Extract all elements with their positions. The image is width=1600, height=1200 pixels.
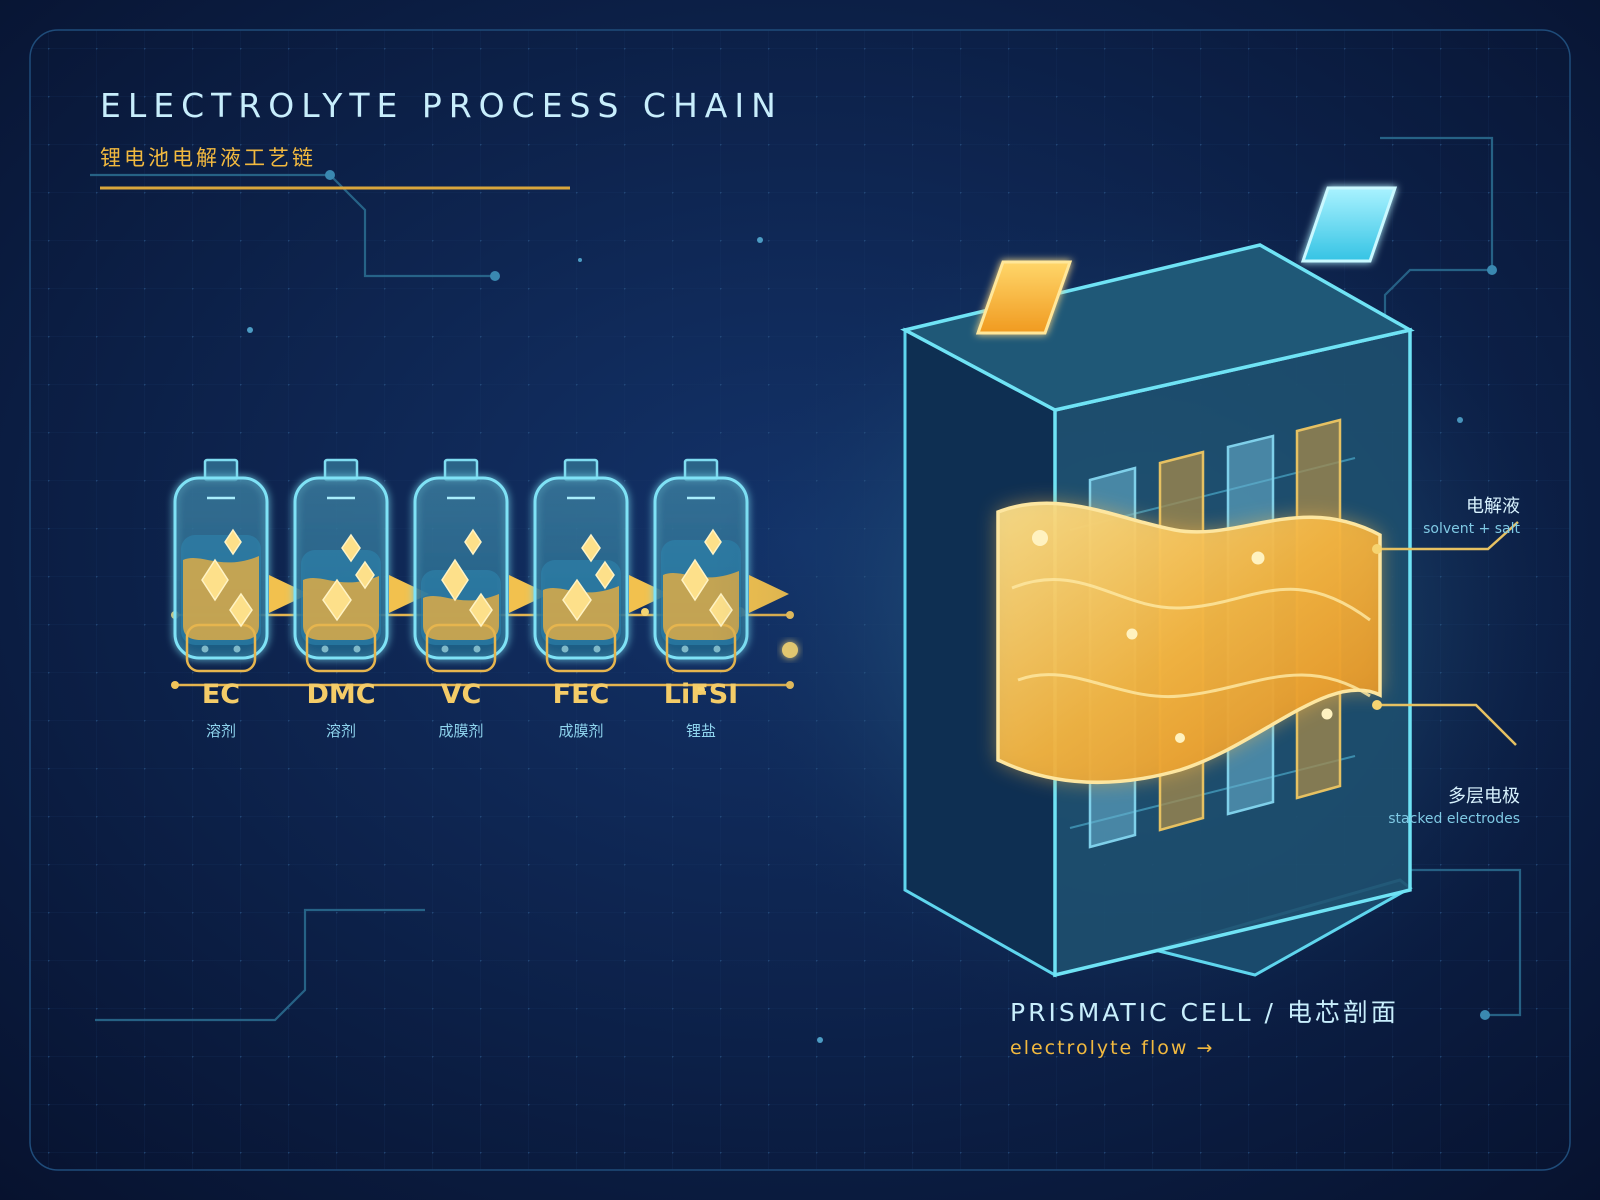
component-role: 成膜剂 (438, 722, 484, 740)
cell-subtitle: electrolyte flow → (1010, 1037, 1215, 1059)
crystal (224, 528, 242, 556)
callout-electrodes-cn: 多层电极 (1448, 786, 1520, 807)
callout-leaders (1377, 521, 1519, 746)
component-name: VC (440, 679, 482, 710)
crystal (355, 560, 375, 590)
component-role: 溶剂 (325, 722, 356, 740)
component-name: EC (201, 679, 241, 710)
electrolyte-particles (1032, 530, 1333, 743)
prismatic-cell (900, 186, 1415, 978)
flow-arrow (629, 575, 669, 613)
negative-terminal (1300, 186, 1398, 263)
component-name: LiFSI (663, 679, 739, 710)
component-role: 成膜剂 (558, 722, 604, 740)
component-role: 溶剂 (205, 722, 236, 740)
bottle-base (425, 623, 497, 673)
callout-electrolyte-en: solvent + salt (1423, 521, 1520, 537)
bottle-dot (561, 645, 569, 653)
crystal (441, 558, 469, 602)
bottle-dot (233, 645, 241, 653)
bottle-dot (201, 645, 209, 653)
flow-arrow (389, 575, 429, 613)
diagram-title: ELECTROLYTE PROCESS CHAIN (100, 86, 783, 125)
crystal (469, 592, 493, 628)
bottle-base (185, 623, 257, 673)
bottle-base (305, 623, 377, 673)
bottle (173, 458, 309, 673)
cell-title: PRISMATIC CELL / 电芯剖面 (1010, 998, 1399, 1027)
bottle-dot (593, 645, 601, 653)
crystal (595, 560, 615, 590)
crystal (562, 578, 592, 622)
bottle (413, 458, 549, 673)
component-name: DMC (306, 679, 376, 710)
cell-top-face (900, 243, 1415, 412)
crystal (341, 533, 361, 563)
bottle-dot (353, 645, 361, 653)
bottle-dot (321, 645, 329, 653)
callout-electrodes-en: stacked electrodes (1388, 811, 1520, 827)
bottle-dot (473, 645, 481, 653)
component-role: 锂盐 (685, 722, 716, 740)
bottle-base (545, 623, 617, 673)
bottle-dot (681, 645, 689, 653)
trace-nodes (325, 170, 1497, 1020)
bottle (293, 458, 429, 673)
positive-terminal (975, 260, 1073, 335)
flow-arrow (269, 575, 309, 613)
bottle-dot (441, 645, 449, 653)
crystal (201, 558, 229, 602)
crystal (322, 578, 352, 622)
crystal (229, 592, 253, 628)
component-name: FEC (552, 679, 610, 710)
diagram-subtitle: 锂电池电解液工艺链 (100, 146, 316, 170)
callout-electrolyte-cn: 电解液 (1466, 496, 1520, 517)
bottle (533, 458, 669, 673)
callout-anchors (1372, 544, 1382, 710)
crystal (681, 558, 709, 602)
electrolyte-band (996, 501, 1382, 785)
flow-arrow (509, 575, 549, 613)
crystal (581, 533, 601, 563)
electrolyte-flow-lines (1011, 578, 1371, 699)
crystal (464, 528, 482, 556)
